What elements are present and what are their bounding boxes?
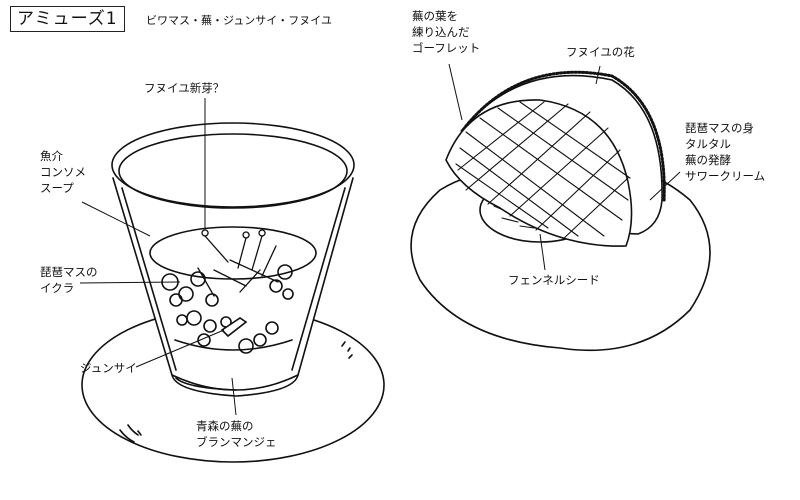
label-filling-line3: 蕪の発酵 bbox=[685, 153, 731, 167]
page-subtitle: ビワマス・蕪・ジュンサイ・フヌイユ bbox=[146, 14, 333, 27]
label-consomme-line2: コンソメ bbox=[40, 165, 86, 179]
label-fennel-flower: フヌイユの花 bbox=[566, 45, 635, 59]
label-consomme-line1: 魚介 bbox=[40, 149, 63, 163]
label-roe: 琵琶マスの イクラ bbox=[40, 264, 98, 296]
label-roe-line2: イクラ bbox=[40, 281, 75, 295]
label-junsai: ジュンサイ bbox=[80, 361, 137, 375]
gaufrette bbox=[445, 70, 666, 247]
label-gaufrette-line3: ゴーフレット bbox=[412, 41, 481, 55]
label-gaufrette-line2: 練り込んだ bbox=[412, 25, 470, 39]
label-blancmange: 青森の蕪の ブランマンジェ bbox=[196, 418, 277, 450]
label-fennel-sprout: フヌイユ新芽？ bbox=[144, 81, 225, 95]
glass bbox=[111, 122, 355, 397]
label-filling-line2: タルタル bbox=[685, 137, 731, 151]
label-filling-line4: サワークリーム bbox=[685, 169, 766, 183]
label-roe-line1: 琵琶マスの bbox=[40, 265, 98, 279]
label-blancmange-line1: 青森の蕪の bbox=[196, 419, 254, 433]
label-consomme-line3: スープ bbox=[40, 181, 74, 195]
fennel-sprouts bbox=[197, 229, 279, 297]
label-filling: 琵琶マスの身 タルタル 蕪の発酵 サワークリーム bbox=[685, 120, 765, 184]
label-gaufrette-line1: 蕪の葉を bbox=[412, 9, 458, 23]
label-consomme: 魚介 コンソメ スープ bbox=[40, 148, 86, 196]
label-filling-line1: 琵琶マスの身 bbox=[685, 121, 754, 135]
label-fennel-seed: フェンネルシード bbox=[508, 273, 600, 287]
page-title: アミューズ1 bbox=[10, 6, 125, 32]
label-blancmange-line2: ブランマンジェ bbox=[196, 435, 277, 449]
label-gaufrette: 蕪の葉を 練り込んだ ゴーフレット bbox=[412, 8, 480, 56]
